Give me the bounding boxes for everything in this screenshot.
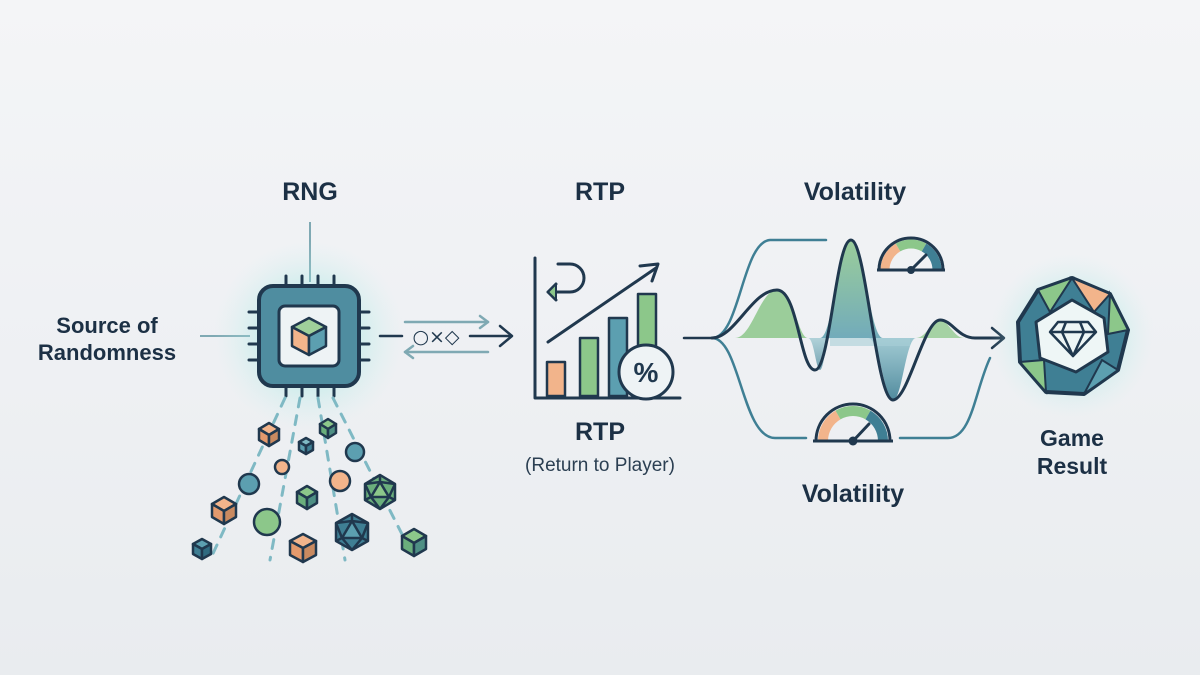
scatter-cube <box>191 537 213 561</box>
game-result-label: Game Result <box>1012 424 1132 480</box>
diamond-gem-icon <box>990 254 1154 418</box>
cube-icon <box>290 316 328 357</box>
scatter-sphere <box>273 458 291 476</box>
volatility-caption-label: Volatility <box>801 480 905 508</box>
scatter-sphere <box>328 469 352 493</box>
gauge-icon <box>877 236 945 274</box>
scatter-cube <box>288 532 318 564</box>
rtp-caption-label: RTP <box>575 418 625 446</box>
scatter-sphere <box>344 441 366 463</box>
scatter-sphere <box>252 507 282 537</box>
result-label-line-1: Game <box>1040 425 1104 451</box>
scatter-sphere <box>237 472 261 496</box>
wave-icon <box>710 238 1006 402</box>
rng-to-rtp-connector <box>378 314 514 360</box>
rtp-title-label: RTP <box>575 178 625 206</box>
scatter-cube <box>318 417 338 440</box>
volatility-title-label: Volatility <box>803 178 907 206</box>
rtp-subtitle-label: (Return to Player) <box>525 455 675 476</box>
scatter-icosahedron <box>334 512 370 552</box>
source-label-line-1: Source of <box>56 313 158 338</box>
volatility-return-lines <box>898 356 992 440</box>
result-label-line-2: Result <box>1036 453 1108 479</box>
percent-badge-icon: % <box>617 343 675 401</box>
svg-text:%: % <box>634 357 659 388</box>
scatter-cube <box>400 527 428 558</box>
random-dice-scatter <box>191 417 428 564</box>
source-of-randomness-label: Source of Randomness <box>22 312 192 366</box>
gauge-icon <box>813 402 893 446</box>
source-label-line-2: Randomness <box>37 340 177 365</box>
scatter-cube <box>210 495 238 526</box>
connector-glyphs: ○×◇ <box>412 326 459 348</box>
rtp-to-volatility-connector <box>682 238 828 440</box>
rng-label: RNG <box>282 178 338 206</box>
scatter-icosahedron <box>363 473 397 511</box>
scatter-cube <box>257 421 281 448</box>
scatter-cube <box>297 436 315 456</box>
scatter-cube <box>295 484 319 511</box>
